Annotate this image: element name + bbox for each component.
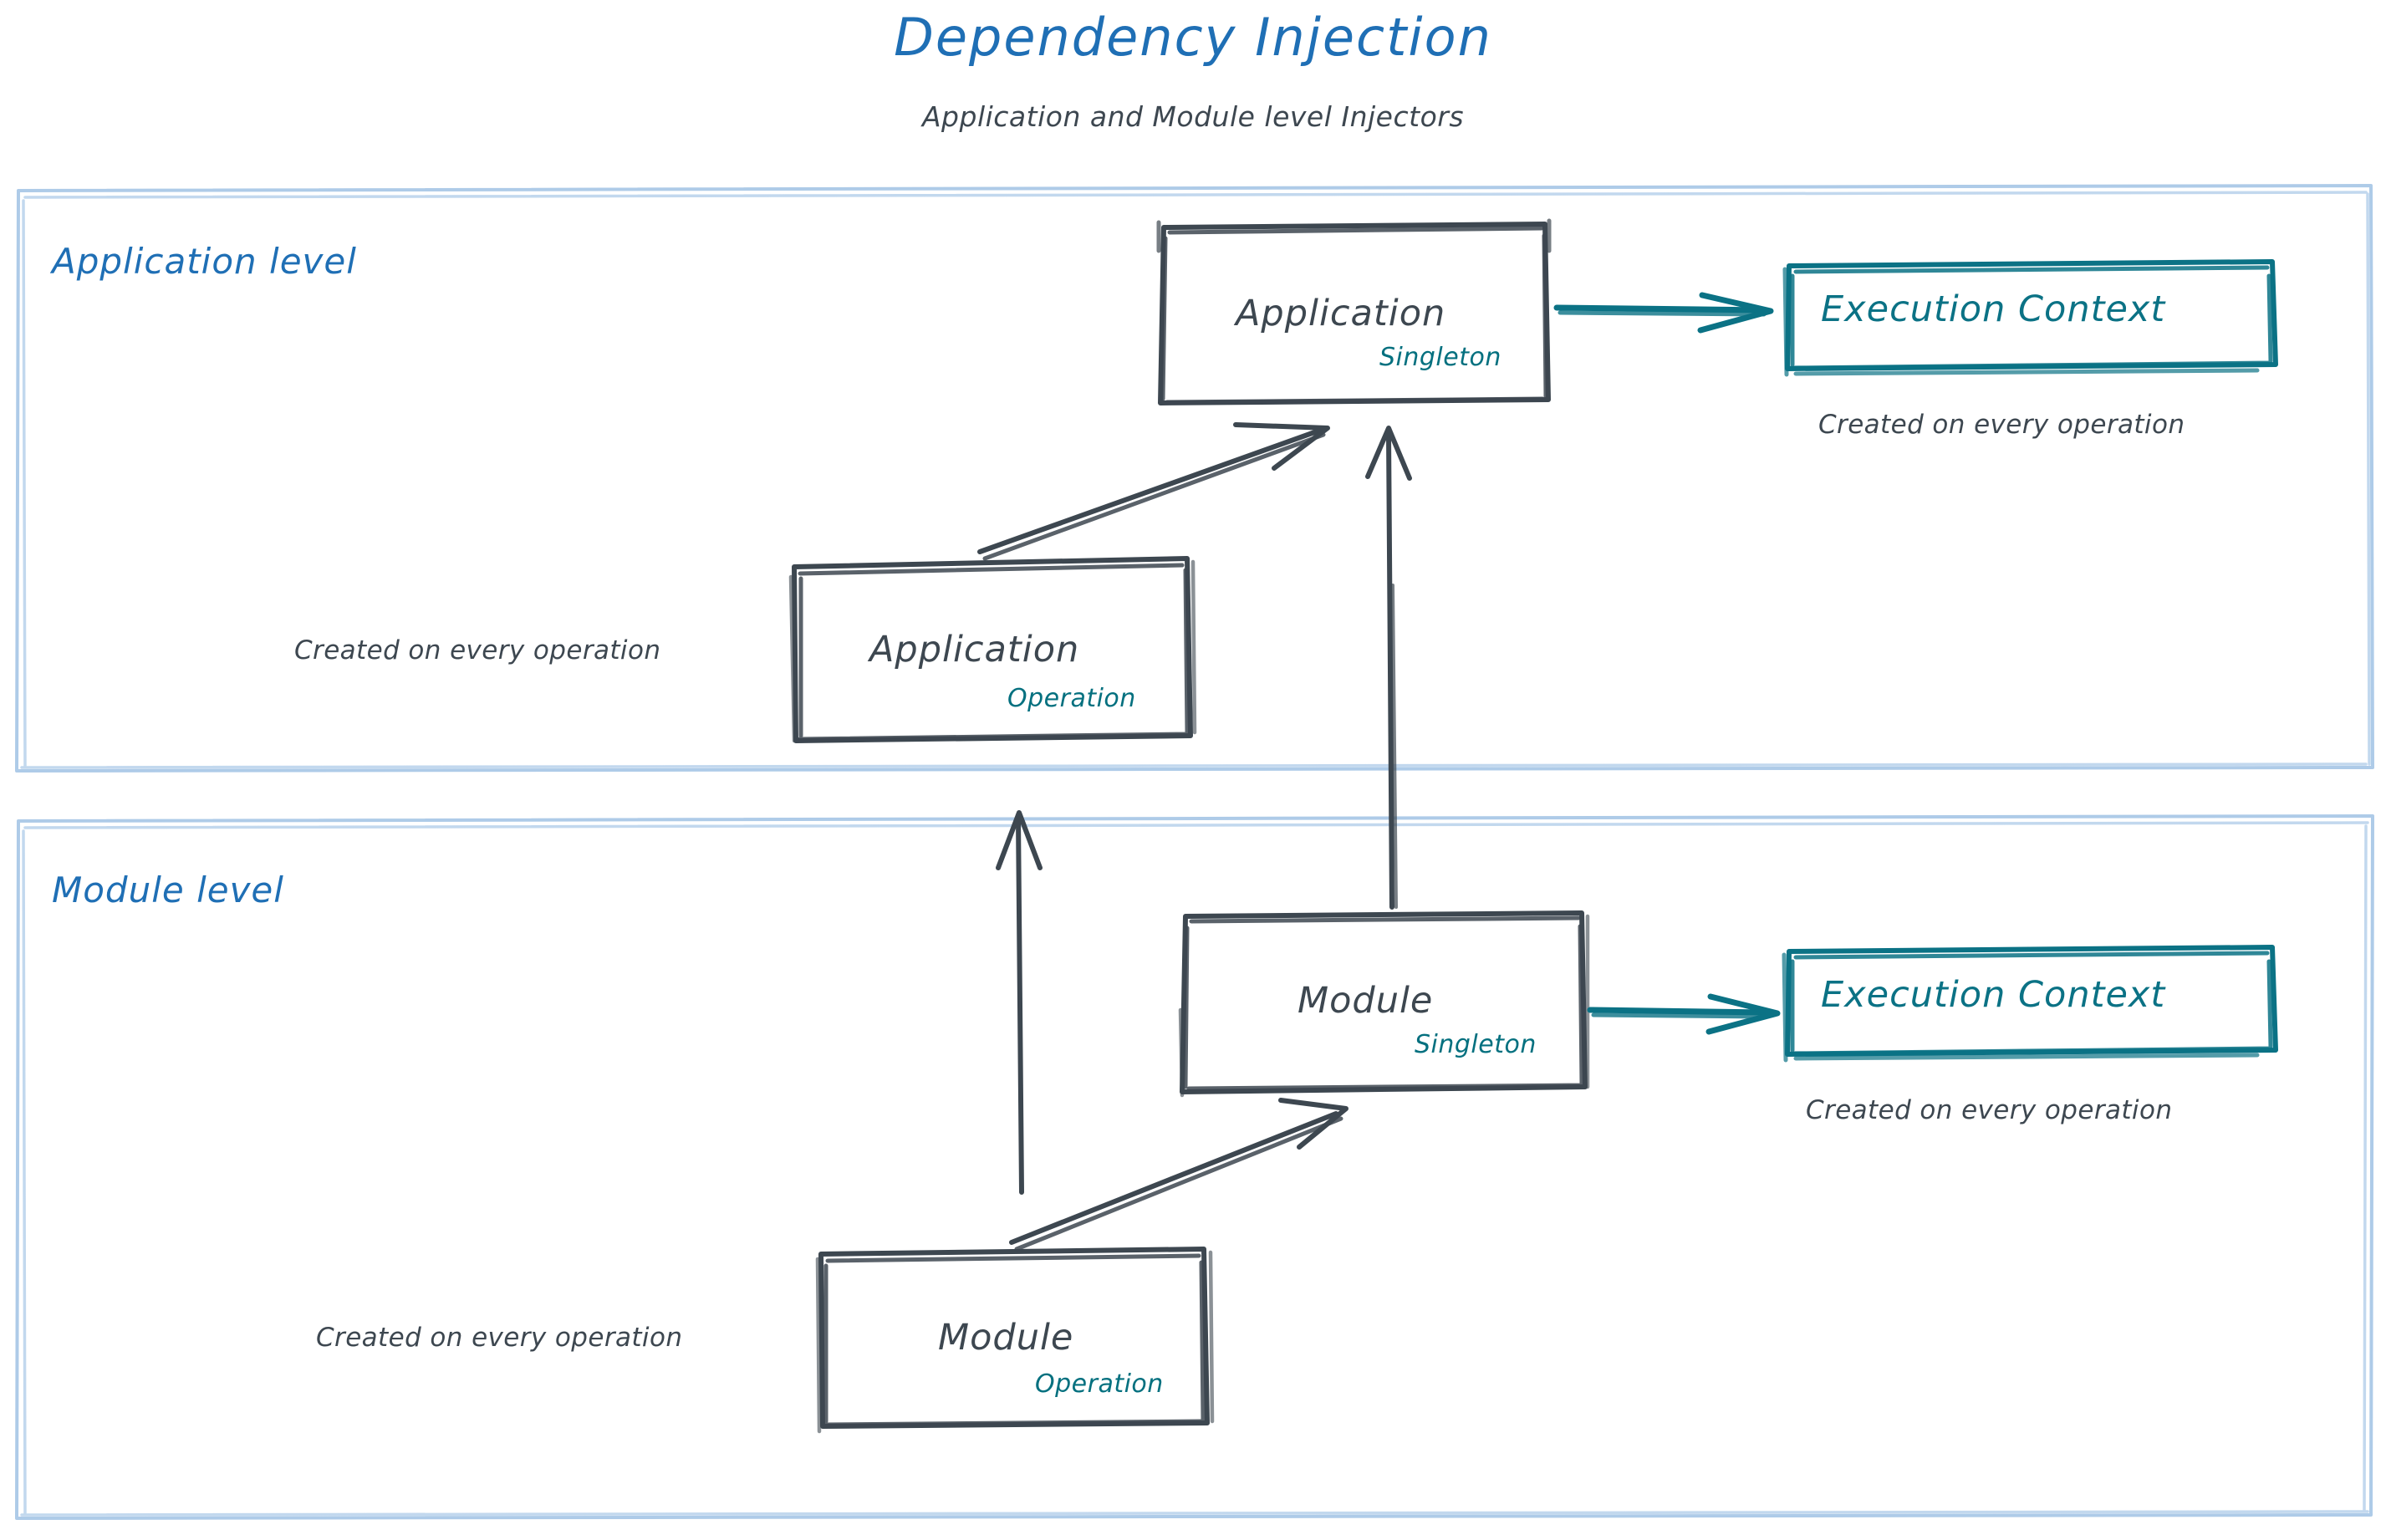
edge-app-operation-to-app-singleton [977, 422, 1330, 561]
edge-module-singleton-to-app-singleton [1365, 426, 1412, 910]
edge-module-operation-to-module-singleton [1009, 1098, 1348, 1252]
lane-label-module-level: Module level [52, 869, 284, 910]
caption-execution-context-module: Created on every operation [1806, 1095, 2173, 1125]
page-subtitle: Application and Module level Injectors [921, 100, 1465, 133]
node-scope-application-singleton: Singleton [1379, 343, 1501, 372]
node-label-application-singleton: Application [1236, 293, 1446, 334]
node-label-execution-context-application: Execution Context [1821, 288, 2166, 330]
lane-label-application-level: Application level [52, 241, 357, 282]
caption-module-operation: Created on every operation [316, 1323, 683, 1353]
node-label-module-singleton: Module [1298, 980, 1434, 1022]
node-label-execution-context-module: Execution Context [1821, 974, 2166, 1016]
node-label-application-operation: Application [869, 629, 1080, 671]
page-title: Dependency Injection [894, 7, 1492, 68]
caption-execution-context-application: Created on every operation [1818, 410, 2185, 440]
node-label-module-operation: Module [938, 1317, 1074, 1359]
node-scope-application-operation: Operation [1007, 684, 1136, 713]
lane-module-level [15, 814, 2374, 1520]
caption-application-operation: Created on every operation [294, 635, 661, 665]
edge-app-singleton-to-context [1553, 292, 1774, 334]
edge-module-operation-to-application-operation [996, 810, 1043, 1195]
node-scope-module-singleton: Singleton [1415, 1030, 1537, 1059]
node-scope-module-operation: Operation [1035, 1369, 1164, 1399]
lane-application-level [15, 184, 2374, 773]
edge-module-singleton-to-context [1587, 993, 1781, 1035]
